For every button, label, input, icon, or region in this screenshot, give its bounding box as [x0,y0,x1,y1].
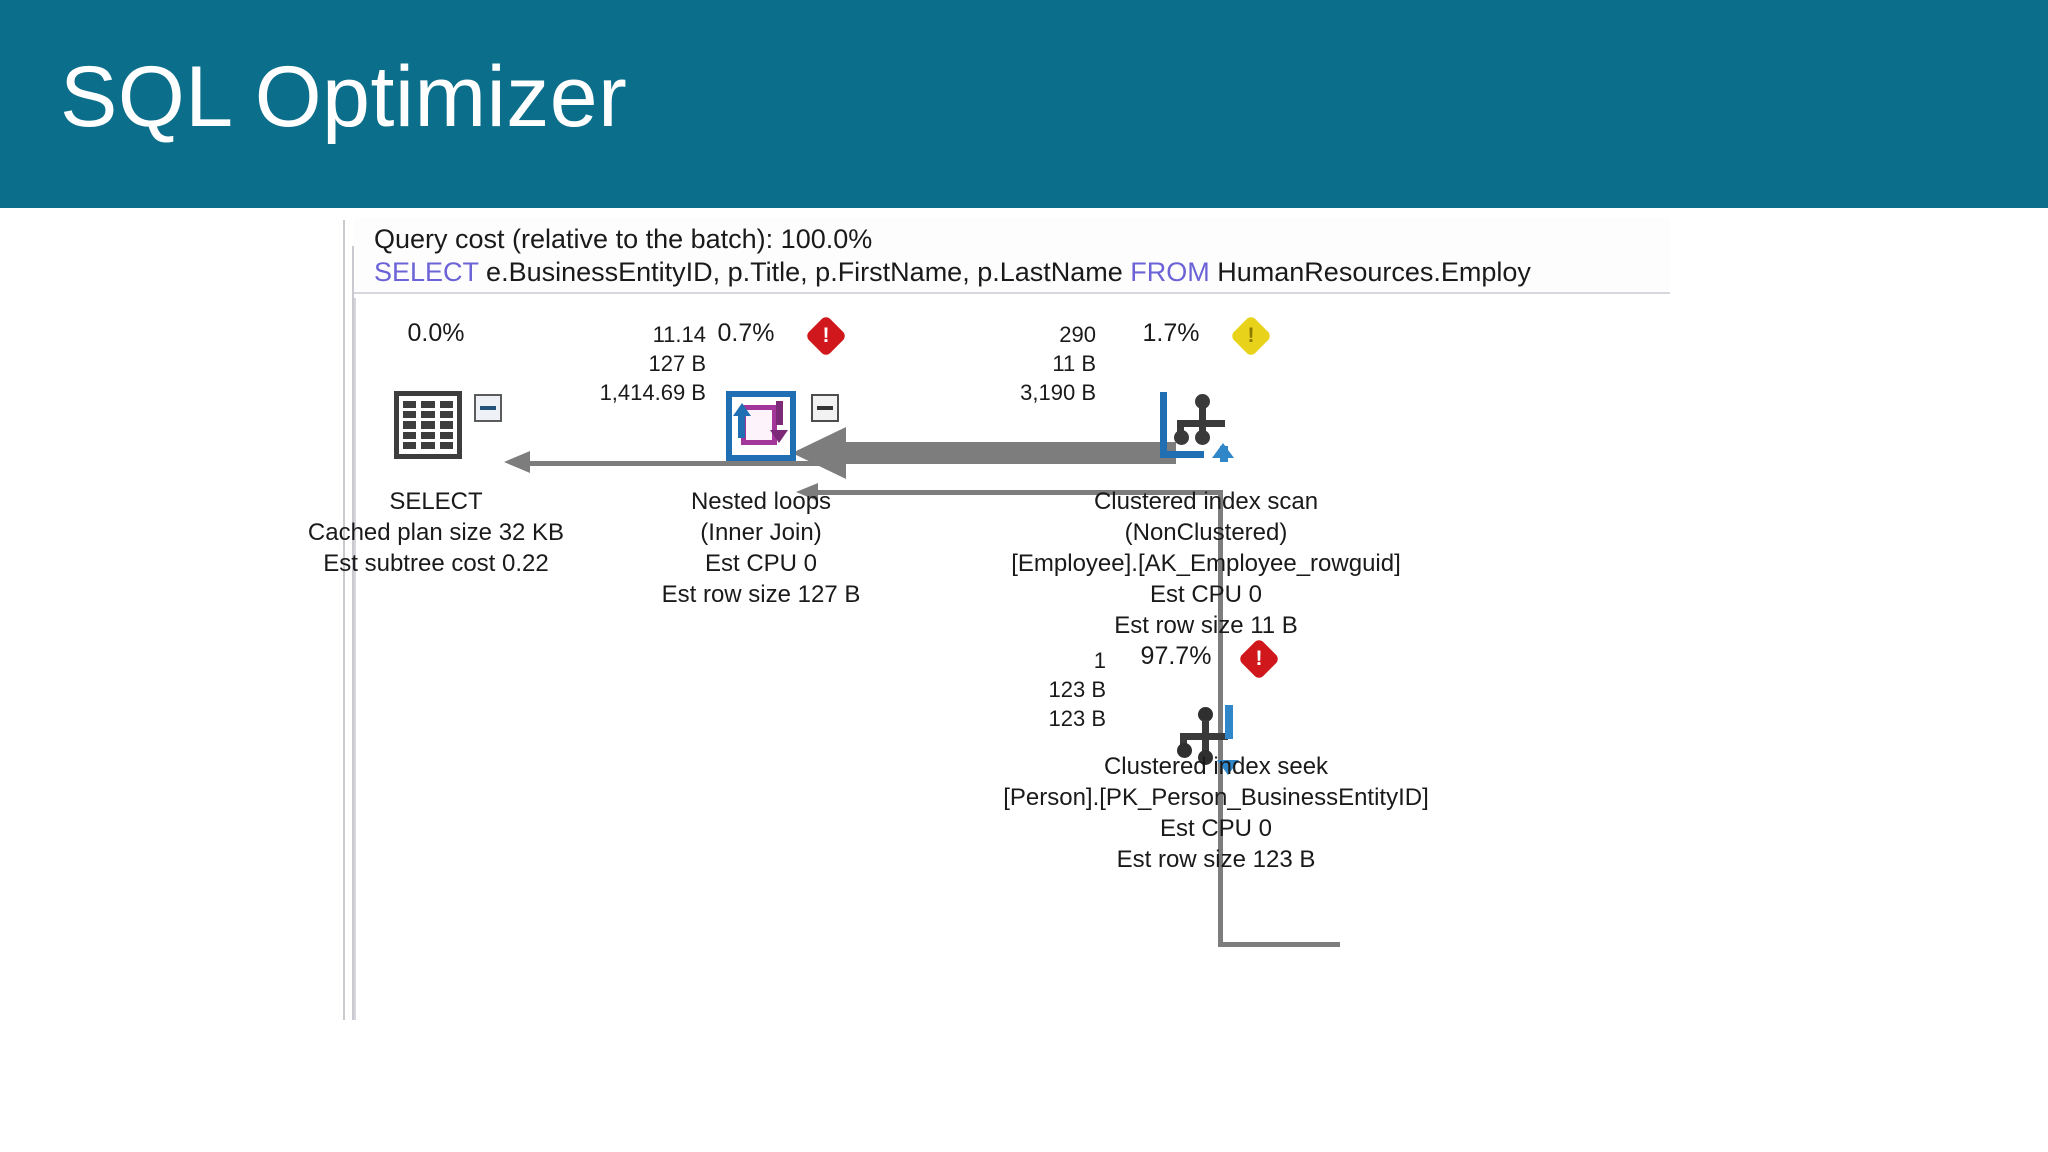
index-scan-rows: 290 [1059,322,1096,347]
nested-loops-rows: 11.14 [652,322,706,347]
select-node-cached-plan-size: Cached plan size 32 KB [307,519,565,546]
tree-leg-left [1177,420,1184,434]
index-scan-percent: 1.7% [1142,319,1200,347]
index-scan-bracket [1160,392,1204,458]
index-seek-row-size: 123 B [1048,677,1107,702]
clustered-index-seek-icon [1171,703,1249,775]
nested-loops-est-row-size: Est row size 127 B [661,581,861,608]
sql-keyword-from: FROM [1130,257,1210,287]
sql-tail: HumanResources.Employ [1209,257,1531,287]
connector-scan-to-loops [846,442,1176,464]
index-scan-est-row-size: Est row size 11 B [1114,612,1298,639]
query-sql-text: SELECT e.BusinessEntityID, p.Title, p.Fi… [374,255,1664,289]
index-scan-subtitle: (NonClustered) [1124,519,1288,546]
connector-loops-to-select [526,461,826,466]
badge-exclamation-glyph: ! [1247,324,1255,347]
nested-loops-est-cpu: Est CPU 0 [704,550,818,577]
index-seek-error-badge-icon[interactable]: ! [1237,637,1281,681]
connector-scan-to-loops-arrowhead [792,427,846,479]
select-node-title: SELECT [389,488,483,515]
execution-plan-panel: Query cost (relative to the batch): 100.… [308,216,1672,1036]
nested-loops-row-size: 127 B [648,351,707,376]
plan-canvas: 0.0% SELECT Cached plan size 32 KB Est s… [308,298,1672,1020]
select-node-subtree-cost: Est subtree cost 0.22 [323,550,549,577]
nested-loops-error-badge-icon[interactable]: ! [804,314,848,358]
index-seek-object: [Person].[PK_Person_BusinessEntityID] [1003,784,1429,811]
index-scan-row-size: 11 B [1052,351,1096,376]
select-collapse-minus-icon[interactable] [474,394,502,422]
nested-loops-title: Nested loops [690,488,832,515]
nested-loops-icon [726,391,796,461]
nested-loops-subtitle: (Inner Join) [700,519,822,546]
tree-stem-vertical [1199,407,1206,423]
tree-leg-left [1180,733,1187,747]
index-scan-data-size: 3,190 B [1020,380,1096,405]
index-scan-est-cpu: Est CPU 0 [1149,581,1263,608]
index-seek-data-size: 123 B [1048,706,1107,731]
clustered-index-scan-icon [1158,390,1236,462]
pane-rule-inner [352,246,354,1020]
page-title: SQL Optimizer [60,49,628,145]
pane-rule-outer [343,220,345,1020]
nested-loops-percent: 0.7% [717,319,775,347]
index-seek-down-arrow-stem [1225,705,1233,739]
tree-node-left [1177,743,1192,758]
nested-loops-down-arrow-stem [776,401,783,425]
slide-header-band [0,0,2048,208]
nested-loops-data-size: 1,414.69 B [599,380,706,405]
index-seek-title: Clustered index seek [1103,753,1329,780]
index-scan-warning-badge-icon[interactable]: ! [1229,314,1273,358]
index-seek-est-cpu: Est CPU 0 [1159,815,1273,842]
tree-leg-mid [1199,420,1206,434]
index-seek-est-row-size: Est row size 123 B [1116,846,1316,873]
tree-node-top [1195,394,1210,409]
sql-keyword-select: SELECT [374,257,479,287]
index-seek-rows: 1 [1093,648,1106,673]
nested-loops-up-arrow [733,403,751,416]
tree-node-mid [1198,750,1213,765]
connector-loops-to-select-arrowhead [504,451,530,473]
index-scan-tree-glyph [1174,394,1230,452]
select-node-percent: 0.0% [407,319,465,347]
query-header-strip: Query cost (relative to the batch): 100.… [354,218,1670,294]
tree-node-top [1198,707,1213,722]
index-scan-up-arrow [1212,443,1234,458]
index-seek-down-arrow [1217,760,1239,775]
index-seek-tree-glyph [1177,707,1233,765]
connector-seek-elbow-vertical [1218,490,1223,947]
badge-exclamation-glyph: ! [822,324,830,347]
nested-loops-up-arrow-stem [738,414,745,438]
sql-columns: e.BusinessEntityID, p.Title, p.FirstName… [478,257,1131,287]
result-grid-icon [394,391,462,459]
connector-seek-elbow-horizontal-bottom [1222,942,1340,947]
query-cost-label: Query cost (relative to the batch): 100.… [374,224,873,254]
index-scan-object: [Employee].[AK_Employee_rowguid] [1011,550,1401,577]
tree-leg-mid [1202,733,1209,753]
connector-seek-elbow-horizontal-top [818,490,1222,495]
nested-loops-down-arrow [770,430,788,443]
badge-exclamation-glyph: ! [1255,647,1263,670]
index-seek-percent: 97.7% [1140,642,1212,670]
tree-node-mid [1195,430,1210,445]
nested-loops-collapse-minus-icon[interactable] [811,394,839,422]
index-scan-title: Clustered index scan [1093,488,1319,515]
tree-node-left [1174,430,1189,445]
tree-stem-vertical [1202,720,1209,736]
connector-seek-to-loops-arrowhead [796,483,818,501]
